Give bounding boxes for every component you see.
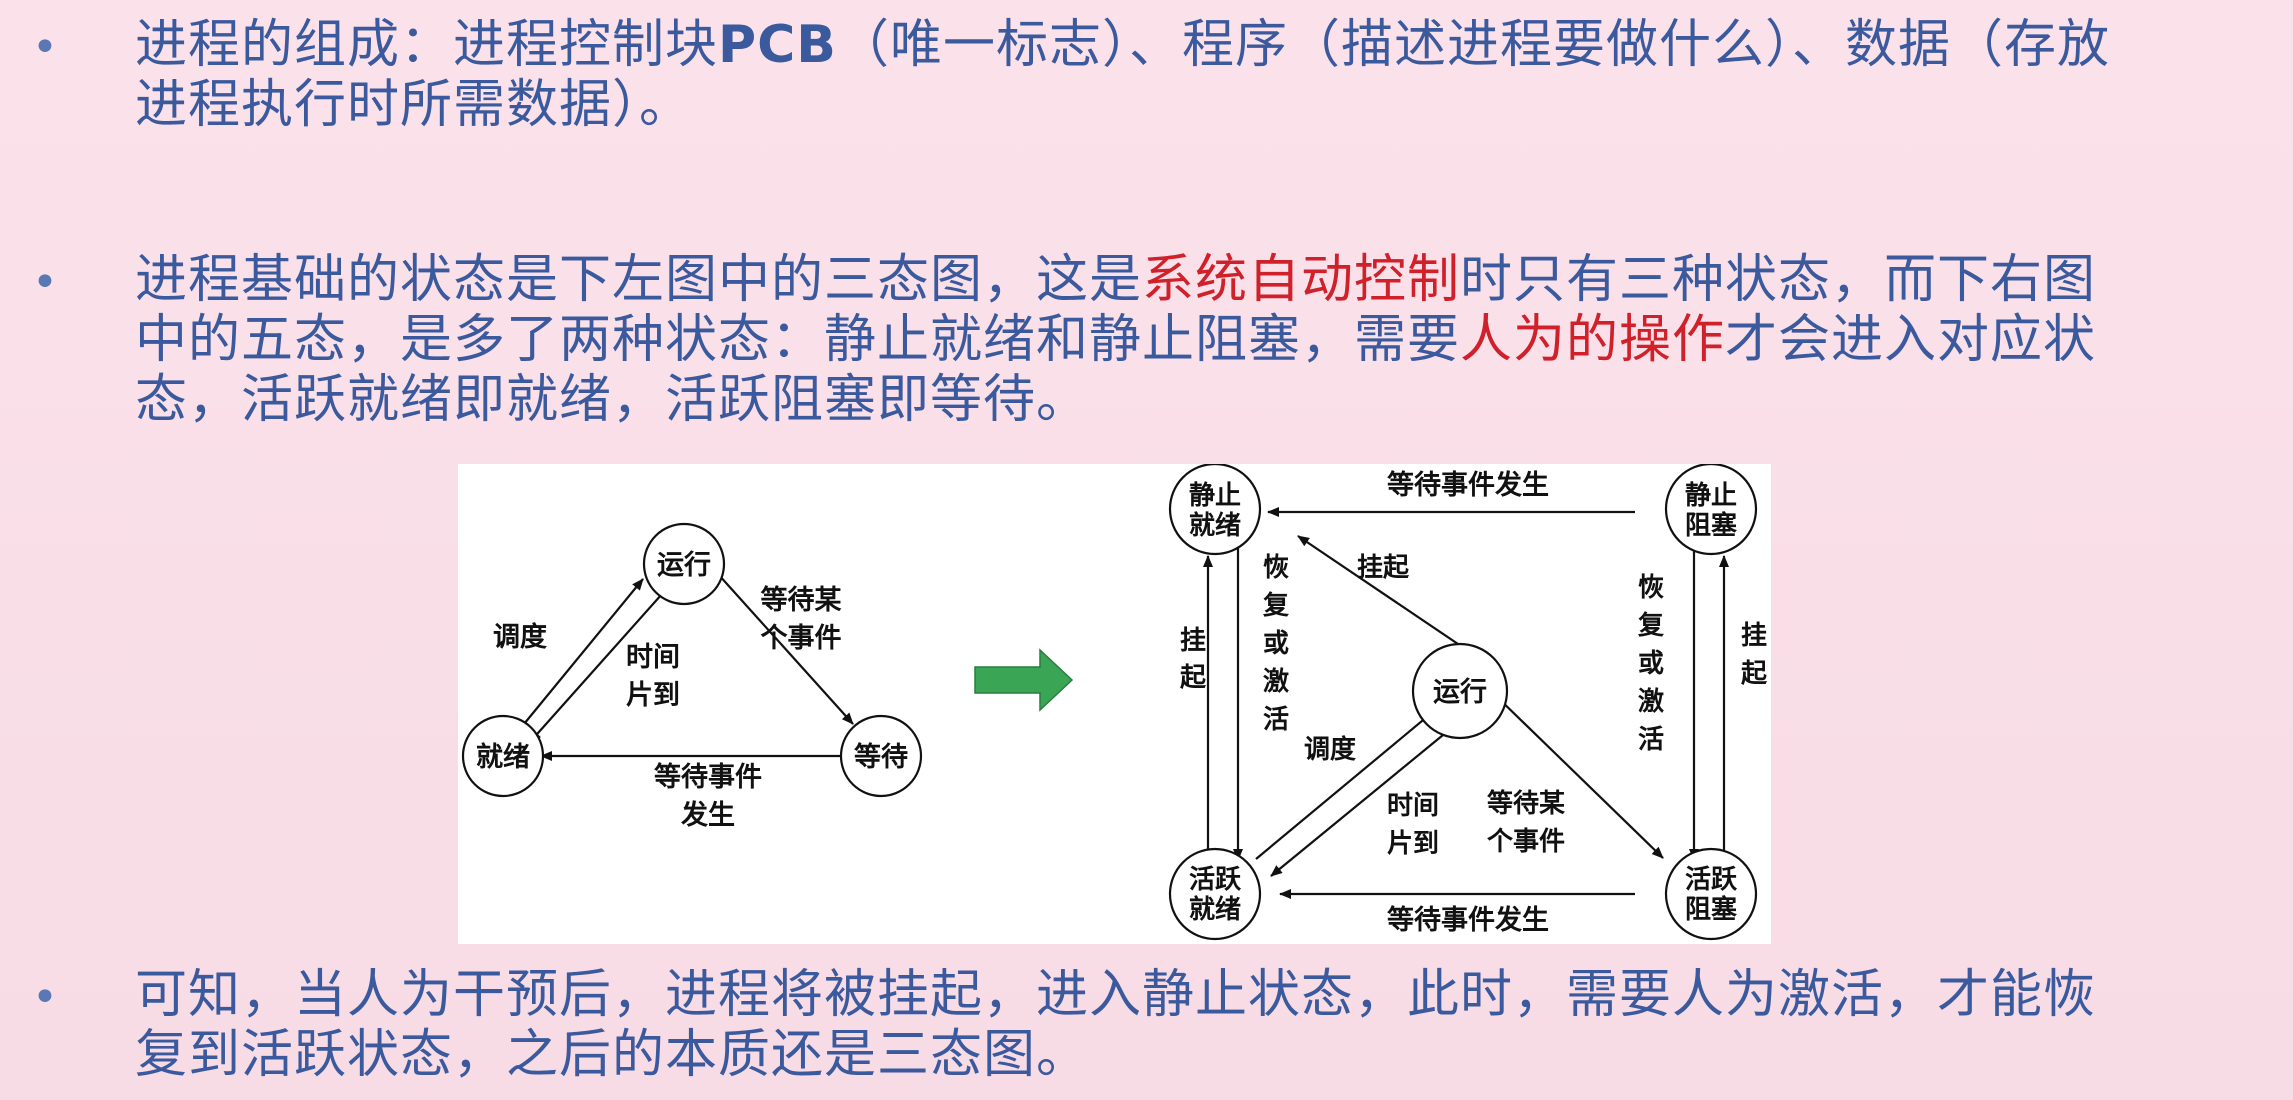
label-suspend-left-1: 挂 [1180,626,1206,656]
edge-timeslice [529,593,663,743]
node-running-5-label: 运行 [1433,676,1487,708]
node-ready-label: 就绪 [476,742,530,773]
node-active-ready-label-1: 活跃 [1189,865,1242,895]
five-state-diagram: 静止 就绪 静止 阻塞 运行 活跃 就绪 活跃 阻塞 等待事件发生 等待事件发生… [1168,464,1768,941]
node-static-blocked-label-2: 阻塞 [1685,510,1737,541]
label-timeslice-5-1: 时间 [1387,791,1439,821]
node-static-ready-label-2: 就绪 [1189,510,1241,541]
label-top-event: 等待事件发生 [1387,469,1549,501]
highlight-auto-control: 系统自动控制 [1142,250,1461,310]
label-resume-right-1: 恢 [1638,573,1664,603]
edge-wait-event [717,573,854,725]
text-line: 态，活跃就绪即就绪，活跃阻塞即等待。 [135,370,1090,430]
label-resume-left-2: 复 [1263,591,1290,621]
edge-suspend-running [1297,535,1459,645]
node-static-ready-label-1: 静止 [1189,480,1241,511]
label-resume-right-4: 激 [1638,686,1664,717]
label-suspend-diag: 挂起 [1357,553,1410,583]
label-resume-left-1: 恢 [1263,553,1289,583]
paragraph-conclusion: 可知，当人为干预后，进程将被挂起，进入静止状态，此时，需要人为激活，才能恢 复到… [135,965,2280,1085]
text-line: 进程执行时所需数据）。 [135,75,693,135]
label-timeslice-2: 片到 [626,680,680,711]
label-resume-left-3: 或 [1263,629,1289,659]
text-line: 可知，当人为干预后，进程将被挂起，进入静止状态，此时，需要人为激活，才能恢 [135,965,2097,1025]
green-arrow-icon [974,648,1074,712]
label-bottom-event: 等待事件发生 [1387,904,1549,936]
node-active-ready [1168,847,1262,941]
text-line: 复到活跃状态，之后的本质还是三态图。 [135,1025,1090,1085]
label-resume-right-2: 复 [1638,611,1665,641]
edge-wait-5 [1491,691,1664,859]
node-ready [461,714,545,798]
node-waiting-label: 等待 [854,741,908,773]
highlight-manual-operation: 人为的操作 [1460,310,1726,370]
state-diagram-figure: 运行 就绪 等待 调度 时间 片到 等待某 个事件 等待事件 发生 [458,464,1771,944]
label-occur-1: 等待事件 [654,761,762,793]
node-static-blocked [1664,464,1758,556]
label-wait-5-1: 等待某 [1487,788,1565,819]
edge-timeslice-5 [1270,725,1455,877]
node-active-blocked [1664,847,1758,941]
edge-dispatch-5 [1255,705,1441,860]
node-active-blocked-label-2: 阻塞 [1685,894,1737,925]
label-wait-1: 等待某 [761,584,842,616]
three-state-diagram: 运行 就绪 等待 调度 时间 片到 等待某 个事件 等待事件 发生 [461,522,923,831]
bullet-dot-1: • [32,22,58,73]
paragraph-process-composition: 进程的组成：进程控制块PCB（唯一标志）、程序（描述进程要做什么）、数据（存放 … [135,15,2280,135]
bullet-dot-2: • [32,257,58,308]
label-resume-right-5: 活 [1638,725,1664,755]
label-resume-left-5: 活 [1263,705,1289,735]
node-running-label: 运行 [657,549,711,581]
text-line: 进程的组成：进程控制块PCB（唯一标志）、程序（描述进程要做什么）、数据（存放 [135,15,2110,75]
label-wait-5-2: 个事件 [1487,827,1565,857]
text-line: 进程基础的状态是下左图中的三态图，这是系统自动控制时只有三种状态，而下右图 [135,250,2097,310]
edge-dispatch [523,578,644,725]
label-resume-left-4: 激 [1263,666,1289,697]
paragraph-process-states: 进程基础的状态是下左图中的三态图，这是系统自动控制时只有三种状态，而下右图 中的… [135,250,2280,430]
bullet-dot-3: • [32,972,58,1023]
label-suspend-left-2: 起 [1180,663,1207,693]
node-running-5 [1411,642,1509,740]
label-suspend-right-2: 起 [1741,659,1768,689]
label-timeslice-1: 时间 [626,642,680,673]
node-static-blocked-label-1: 静止 [1685,480,1737,511]
label-resume-right-3: 或 [1638,649,1664,679]
label-occur-2: 发生 [680,799,735,831]
label-timeslice-5-2: 片到 [1387,829,1439,859]
label-dispatch-5: 调度 [1304,734,1356,765]
node-active-ready-label-2: 就绪 [1189,894,1241,925]
node-waiting [839,714,923,798]
state-diagram-svg: 运行 就绪 等待 调度 时间 片到 等待某 个事件 等待事件 发生 [461,464,1768,941]
label-dispatch: 调度 [493,621,547,653]
node-active-blocked-label-1: 活跃 [1685,865,1738,895]
label-suspend-right-1: 挂 [1741,621,1767,651]
node-running [642,522,726,606]
text-line: 中的五态，是多了两种状态：静止就绪和静止阻塞，需要人为的操作才会进入对应状 [135,310,2097,370]
node-static-ready [1168,464,1262,556]
label-wait-2: 个事件 [761,623,842,654]
